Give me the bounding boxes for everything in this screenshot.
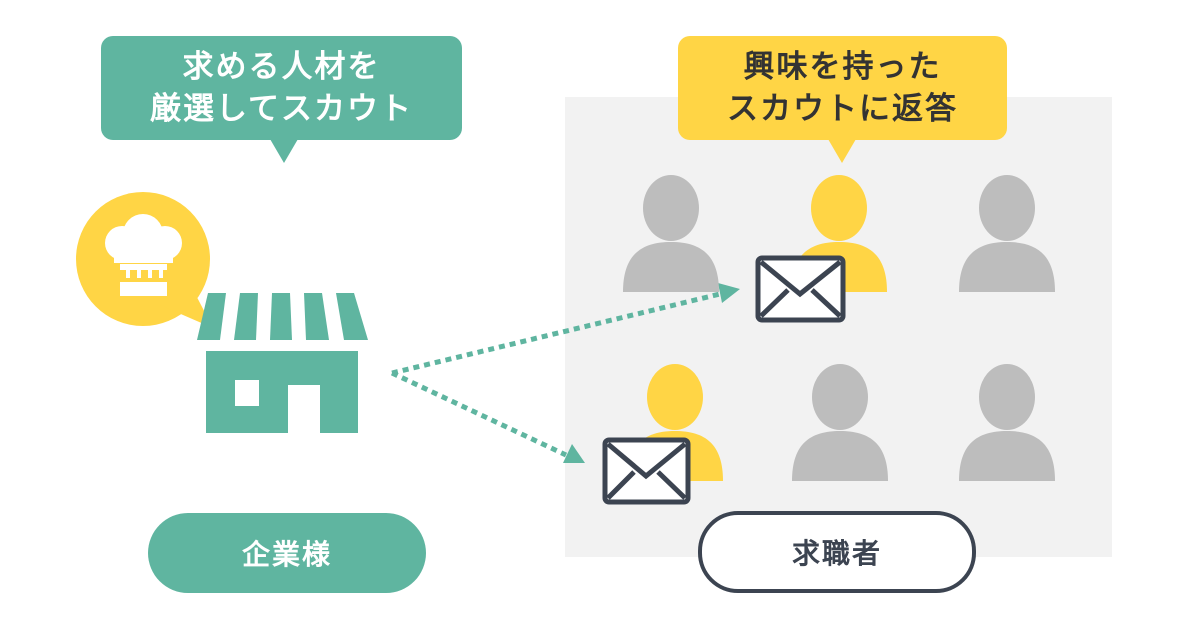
company-speech-bubble: 求める人材を 厳選してスカウト [101, 36, 462, 140]
seeker-bubble-line1: 興味を持った [743, 49, 942, 85]
chef-hat-icon [76, 192, 213, 328]
seeker-label: 求職者 [698, 511, 976, 593]
company-bubble-line2: 厳選してスカウト [149, 91, 414, 127]
envelope-icon [602, 437, 691, 505]
company-bubble-line1: 求める人材を [182, 49, 381, 85]
person-icon [792, 364, 888, 481]
company-bubble-tail [270, 139, 298, 163]
envelope-icon [755, 255, 846, 323]
person-icon [959, 364, 1055, 481]
arrow-icon [390, 283, 740, 463]
person-icon [959, 175, 1055, 292]
person-icon [623, 175, 719, 292]
store-icon [197, 293, 368, 433]
seeker-bubble-line2: スカウトに返答 [727, 91, 958, 127]
seeker-bubble-tail [828, 139, 856, 163]
company-label: 企業様 [148, 513, 426, 593]
seeker-speech-bubble: 興味を持った スカウトに返答 [678, 36, 1007, 140]
